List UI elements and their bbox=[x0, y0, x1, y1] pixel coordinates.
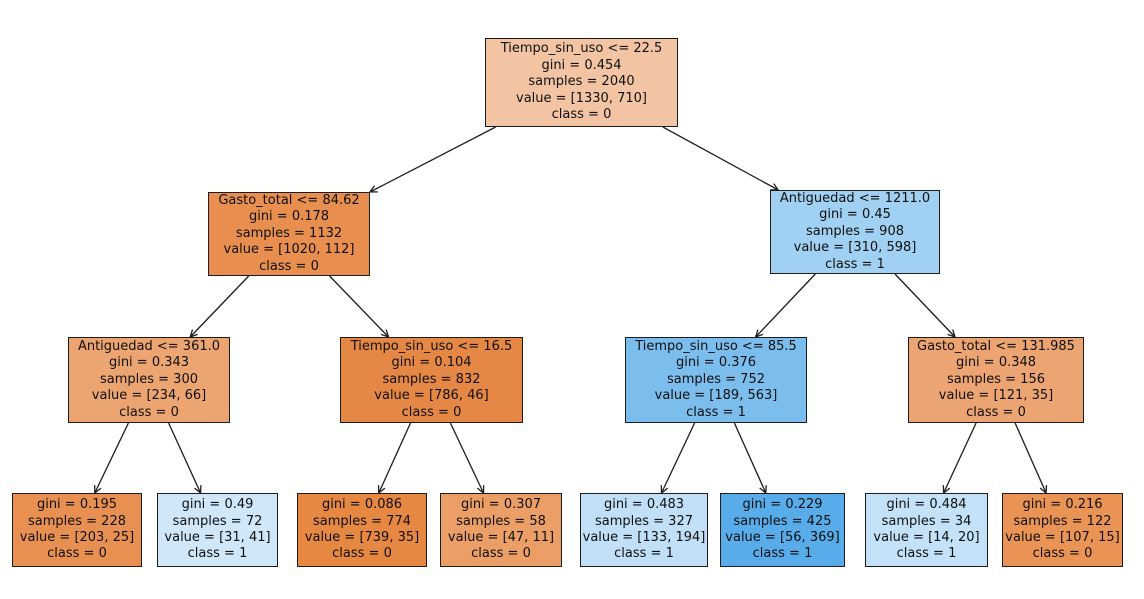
node-value: value = [107, 15] bbox=[1005, 530, 1120, 545]
node-gini: gini = 0.307 bbox=[460, 497, 542, 513]
node-class: class = 0 bbox=[471, 546, 531, 562]
node-value: value = [1020, 112] bbox=[223, 242, 355, 258]
node-samples: samples = 425 bbox=[733, 513, 832, 529]
node-gini: gini = 0.45 bbox=[819, 207, 891, 223]
tree-node-gasto-total: Gasto_total <= 84.62 gini = 0.178 sample… bbox=[208, 192, 370, 276]
node-samples: samples = 752 bbox=[666, 371, 765, 387]
node-class: class = 0 bbox=[119, 404, 179, 420]
node-class: class = 1 bbox=[686, 404, 746, 420]
edge-n3-to-leaf2 bbox=[168, 422, 202, 495]
node-class: class = 1 bbox=[896, 546, 957, 562]
tree-node-gasto-131: Gasto_total <= 131.985 gini = 0.348 samp… bbox=[908, 337, 1084, 423]
node-samples: samples = 908 bbox=[805, 223, 904, 239]
tree-node-root: Tiempo_sin_uso <= 22.5 gini = 0.454 samp… bbox=[485, 38, 678, 127]
node-samples: samples = 300 bbox=[99, 371, 198, 387]
node-value: value = [739, 35] bbox=[304, 530, 420, 545]
node-condition: Gasto_total <= 131.985 bbox=[917, 338, 1075, 354]
node-condition: Antiguedad <= 361.0 bbox=[77, 338, 221, 354]
node-gini: gini = 0.104 bbox=[391, 355, 472, 371]
node-gini: gini = 0.484 bbox=[886, 497, 967, 513]
edge-n5-to-leaf5 bbox=[660, 422, 696, 495]
tree-leaf-5: gini = 0.483 samples = 327 value = [133,… bbox=[580, 493, 708, 567]
edge-n1-to-n3 bbox=[189, 275, 250, 339]
node-class: class = 1 bbox=[614, 546, 674, 562]
node-value: value = [31, 41] bbox=[164, 530, 271, 545]
edge-n4-to-leaf4 bbox=[449, 422, 485, 495]
tree-leaf-6: gini = 0.229 samples = 425 value = [56, … bbox=[720, 493, 845, 567]
tree-leaf-2: gini = 0.49 samples = 72 value = [31, 41… bbox=[157, 493, 278, 567]
node-class: class = 1 bbox=[752, 546, 813, 562]
node-gini: gini = 0.376 bbox=[675, 355, 757, 371]
node-samples: samples = 34 bbox=[881, 513, 972, 529]
node-value: value = [47, 11] bbox=[447, 530, 555, 545]
tree-leaf-1: gini = 0.195 samples = 228 value = [203,… bbox=[12, 493, 142, 567]
node-gini: gini = 0.229 bbox=[742, 497, 823, 513]
node-samples: samples = 1132 bbox=[235, 225, 343, 241]
node-gini: gini = 0.216 bbox=[1022, 497, 1103, 513]
node-condition: Antiguedad <= 1211.0 bbox=[779, 190, 931, 206]
node-value: value = [56, 369] bbox=[725, 530, 840, 545]
node-samples: samples = 156 bbox=[946, 371, 1045, 387]
edge-n3-to-leaf1 bbox=[94, 422, 129, 495]
node-class: class = 1 bbox=[187, 546, 248, 562]
tree-leaf-3: gini = 0.086 samples = 774 value = [739,… bbox=[297, 493, 427, 567]
node-class: class = 0 bbox=[401, 404, 462, 420]
tree-leaf-8: gini = 0.216 samples = 122 value = [107,… bbox=[1002, 493, 1123, 567]
node-samples: samples = 228 bbox=[27, 513, 126, 529]
node-class: class = 0 bbox=[1032, 546, 1093, 562]
node-value: value = [786, 46] bbox=[374, 388, 489, 404]
edge-n5-to-leaf6 bbox=[733, 422, 767, 495]
node-condition: Tiempo_sin_uso <= 22.5 bbox=[500, 41, 663, 57]
node-value: value = [121, 35] bbox=[938, 388, 1054, 404]
edge-n6-to-leaf8 bbox=[1014, 422, 1048, 495]
edge-n1-to-n4 bbox=[329, 275, 390, 339]
node-value: value = [14, 20] bbox=[873, 530, 980, 545]
edge-root-to-n2 bbox=[662, 126, 780, 191]
node-gini: gini = 0.348 bbox=[955, 355, 1037, 371]
node-condition: Tiempo_sin_uso <= 85.5 bbox=[635, 338, 797, 354]
edge-n6-to-leaf7 bbox=[942, 422, 977, 495]
tree-node-tiempo-85-5: Tiempo_sin_uso <= 85.5 gini = 0.376 samp… bbox=[625, 337, 807, 423]
node-gini: gini = 0.195 bbox=[36, 497, 118, 513]
node-class: class = 0 bbox=[551, 107, 612, 123]
edge-root-to-n1 bbox=[368, 126, 496, 193]
node-gini: gini = 0.178 bbox=[248, 209, 330, 225]
node-value: value = [234, 66] bbox=[91, 388, 207, 404]
node-class: class = 0 bbox=[332, 546, 392, 562]
node-samples: samples = 72 bbox=[172, 513, 263, 529]
node-class: class = 0 bbox=[47, 546, 107, 562]
node-value: value = [1330, 710] bbox=[516, 90, 647, 106]
node-samples: samples = 774 bbox=[312, 513, 411, 529]
node-gini: gini = 0.343 bbox=[108, 355, 190, 371]
node-samples: samples = 2040 bbox=[528, 74, 635, 90]
tree-node-antiguedad-361: Antiguedad <= 361.0 gini = 0.343 samples… bbox=[68, 337, 230, 423]
tree-leaf-7: gini = 0.484 samples = 34 value = [14, 2… bbox=[865, 493, 988, 567]
node-samples: samples = 122 bbox=[1013, 513, 1112, 529]
tree-node-tiempo-16-5: Tiempo_sin_uso <= 16.5 gini = 0.104 samp… bbox=[340, 337, 523, 423]
node-value: value = [203, 25] bbox=[19, 530, 135, 545]
node-class: class = 1 bbox=[825, 256, 885, 272]
node-gini: gini = 0.454 bbox=[541, 57, 622, 73]
node-samples: samples = 832 bbox=[382, 371, 481, 387]
node-gini: gini = 0.086 bbox=[321, 497, 403, 513]
node-condition: Gasto_total <= 84.62 bbox=[218, 192, 360, 208]
node-class: class = 0 bbox=[259, 258, 319, 274]
node-value: value = [310, 598] bbox=[793, 240, 917, 256]
edge-n2-to-n5 bbox=[754, 273, 816, 339]
node-samples: samples = 58 bbox=[456, 513, 546, 529]
edge-n4-to-leaf3 bbox=[377, 422, 412, 495]
edge-n2-to-n6 bbox=[894, 273, 957, 339]
node-condition: Tiempo_sin_uso <= 16.5 bbox=[350, 338, 513, 354]
node-class: class = 0 bbox=[966, 404, 1026, 420]
tree-node-antiguedad-1211: Antiguedad <= 1211.0 gini = 0.45 samples… bbox=[770, 190, 940, 274]
node-value: value = [189, 563] bbox=[654, 388, 778, 404]
node-gini: gini = 0.49 bbox=[181, 497, 254, 513]
node-gini: gini = 0.483 bbox=[603, 497, 685, 513]
node-samples: samples = 327 bbox=[594, 513, 693, 529]
tree-leaf-4: gini = 0.307 samples = 58 value = [47, 1… bbox=[440, 493, 562, 567]
node-value: value = [133, 194] bbox=[582, 530, 706, 545]
